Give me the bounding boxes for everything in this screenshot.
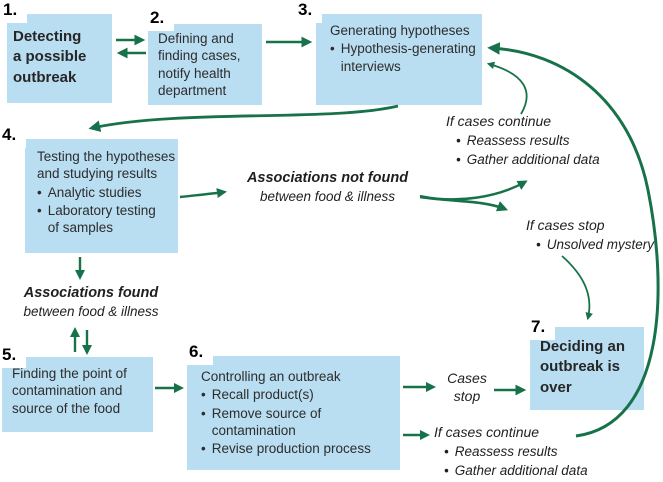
- bullet-text: Reassess results: [466, 133, 570, 149]
- step-box-2: Defining and finding cases, notify healt…: [148, 24, 262, 105]
- annotation-title: Associations found: [23, 285, 159, 301]
- annotation-if-cases-continue-bottom: If cases continue • Reassess results • G…: [434, 423, 588, 480]
- bullet-dot: •: [201, 405, 206, 421]
- arrow-step3-to-step4-sweep: [88, 104, 399, 133]
- arrow-not-found-to-if-cases-stop: [419, 195, 509, 212]
- step-box-6: Controlling an outbreak • Recall product…: [187, 356, 400, 470]
- annotation-title: If cases stop: [526, 217, 605, 233]
- step-5-text: Finding the point of contamination and s…: [12, 366, 127, 416]
- bullet-text: Remove source of contamination: [211, 405, 322, 438]
- annotation-text: Cases stop: [447, 370, 487, 405]
- bullet-dot: •: [536, 237, 541, 253]
- bullet-text: Reassess results: [454, 444, 558, 460]
- bullet-dot: •: [37, 184, 42, 200]
- bullet-dot: •: [456, 133, 461, 149]
- annotation-title: If cases continue: [446, 113, 552, 129]
- step-number-3: 3.: [296, 0, 323, 23]
- bullet-dot: •: [444, 444, 449, 460]
- annotation-bullet-2: • Gather additional data: [446, 151, 600, 168]
- step-4-title: Testing the hypotheses and studying resu…: [37, 149, 176, 182]
- step-2-text: Defining and finding cases, notify healt…: [158, 31, 241, 98]
- annotation-bullet-2: • Gather additional data: [434, 462, 588, 479]
- annotation-if-cases-continue-top: If cases continue • Reassess results • G…: [446, 112, 600, 169]
- arrow-unsolved-to-step7: [561, 255, 593, 321]
- bullet-dot: •: [201, 441, 206, 457]
- step-number-4: 4.: [0, 125, 27, 148]
- step-6-bullet-3: • Revise production process: [201, 440, 398, 457]
- step-box-3: Generating hypotheses • Hypothesis-gener…: [316, 14, 482, 105]
- bullet-dot: •: [201, 387, 206, 403]
- annotation-title: Associations not found: [246, 170, 409, 186]
- arrow-step4-to-associations-not-found: [179, 188, 227, 199]
- annotation-if-cases-stop: If cases stop • Unsolved mystery: [526, 216, 654, 253]
- step-7-text: Deciding an outbreak is over: [540, 338, 626, 396]
- bullet-text: Hypothesis-generating interviews: [340, 41, 476, 74]
- bullet-text: Analytic studies: [47, 184, 142, 200]
- step-1-text: Detecting a possible outbreak: [13, 28, 87, 86]
- annotation-subtitle: between food & illness: [259, 188, 396, 204]
- annotation-bullet-1: • Unsolved mystery: [526, 236, 654, 253]
- step-3-title: Generating hypotheses: [330, 23, 470, 38]
- arrow-continue-top-to-step3: [486, 61, 528, 115]
- bullet-dot: •: [330, 41, 335, 57]
- step-4-bullet-2: • Laboratory testing of samples: [37, 202, 176, 237]
- bullet-dot: •: [456, 152, 461, 168]
- annotation-cases-stop: Cases stop: [440, 369, 494, 405]
- step-6-title: Controlling an outbreak: [201, 369, 341, 384]
- step-number-5: 5.: [0, 345, 27, 368]
- annotation-associations-not-found: Associations not found between food & il…: [225, 169, 430, 205]
- step-number-7: 7.: [529, 317, 556, 340]
- annotation-bullet-1: • Reassess results: [434, 443, 588, 460]
- step-4-bullet-1: • Analytic studies: [37, 184, 176, 201]
- annotation-bullet-1: • Reassess results: [446, 132, 600, 149]
- step-3-bullet-1: • Hypothesis-generating interviews: [330, 40, 480, 75]
- bullet-text: Gather additional data: [466, 152, 600, 168]
- step-number-2: 2.: [148, 8, 175, 31]
- bullet-dot: •: [37, 202, 42, 218]
- annotation-associations-found: Associations found between food & illnes…: [6, 284, 176, 320]
- step-number-6: 6.: [187, 342, 214, 365]
- bullet-text: Laboratory testing of samples: [47, 202, 156, 236]
- bullet-text: Unsolved mystery: [546, 237, 655, 253]
- bullet-text: Revise production process: [211, 441, 371, 457]
- step-6-bullet-1: • Recall product(s): [201, 386, 398, 403]
- bullet-text: Gather additional data: [454, 463, 588, 479]
- step-box-5: Finding the point of contamination and s…: [2, 357, 153, 432]
- annotation-title: If cases continue: [434, 424, 540, 440]
- step-6-bullet-2: • Remove source of contamination: [201, 405, 398, 440]
- arrow-not-found-to-if-cases-continue: [419, 180, 528, 201]
- annotation-subtitle: between food & illness: [23, 303, 159, 319]
- step-box-1: Detecting a possible outbreak: [7, 14, 112, 103]
- step-box-4: Testing the hypotheses and studying resu…: [25, 139, 178, 253]
- step-number-1: 1.: [1, 0, 28, 23]
- bullet-dot: •: [444, 463, 449, 479]
- bullet-text: Recall product(s): [211, 387, 314, 403]
